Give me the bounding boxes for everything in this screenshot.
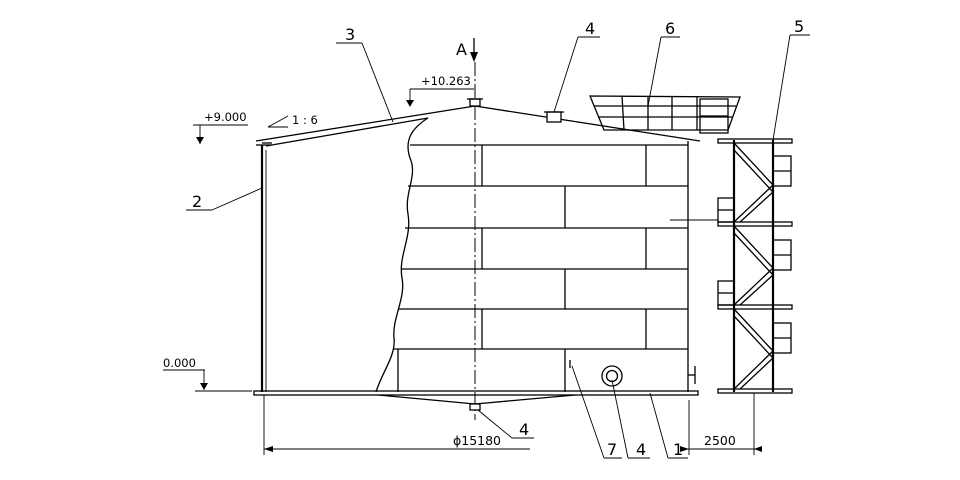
callout-4-top: 4 xyxy=(553,19,600,113)
stair-offset-dimension: 2500 xyxy=(680,393,762,455)
svg-text:+10.263: +10.263 xyxy=(421,74,471,88)
elevation-eave: +9.000 xyxy=(193,110,248,144)
svg-text:1: 1 xyxy=(673,440,683,459)
callout-5: 5 xyxy=(772,17,810,141)
svg-text:6: 6 xyxy=(665,19,675,38)
svg-text:1 : 6: 1 : 6 xyxy=(292,113,318,127)
svg-text:2: 2 xyxy=(192,192,202,211)
elevation-ground: 0.000 xyxy=(163,356,252,392)
callout-7: 7 xyxy=(571,365,622,459)
tank-roof xyxy=(255,105,701,147)
stair-tower xyxy=(717,138,793,394)
roof-slope-indicator: 1 : 6 xyxy=(267,113,318,128)
svg-text:ϕ15180: ϕ15180 xyxy=(453,433,501,448)
section-marker: A xyxy=(456,38,478,62)
manhole xyxy=(601,365,623,387)
svg-text:4: 4 xyxy=(585,19,595,38)
callout-3: 3 xyxy=(336,25,394,123)
elevation-top: +10.263 xyxy=(406,74,474,107)
break-line xyxy=(375,117,429,393)
diameter-dimension: ϕ15180 xyxy=(263,395,530,455)
shell-plating xyxy=(394,141,689,392)
callout-1: 1 xyxy=(649,392,688,459)
callout-4-bottom: 4 xyxy=(477,409,534,439)
roof-platform xyxy=(589,95,741,134)
callout-2: 2 xyxy=(186,187,263,211)
svg-text:2500: 2500 xyxy=(704,433,736,448)
svg-text:+9.000: +9.000 xyxy=(204,110,247,124)
svg-text:4: 4 xyxy=(636,440,646,459)
bottom-plate xyxy=(253,390,699,405)
svg-text:A: A xyxy=(456,40,467,59)
side-nozzle xyxy=(688,366,696,384)
tank-shell-left-wall xyxy=(256,144,272,392)
bottom-drain-nozzle xyxy=(469,403,481,411)
svg-text:3: 3 xyxy=(345,25,355,44)
roof-vent-nozzle xyxy=(467,98,483,107)
svg-text:7: 7 xyxy=(607,440,617,459)
svg-text:4: 4 xyxy=(519,420,529,439)
callout-6: 6 xyxy=(647,19,680,107)
roof-hatch-nozzle xyxy=(544,111,564,123)
svg-text:0.000: 0.000 xyxy=(163,356,196,370)
svg-text:5: 5 xyxy=(794,17,804,36)
callout-4-manhole: 4 xyxy=(611,379,650,459)
